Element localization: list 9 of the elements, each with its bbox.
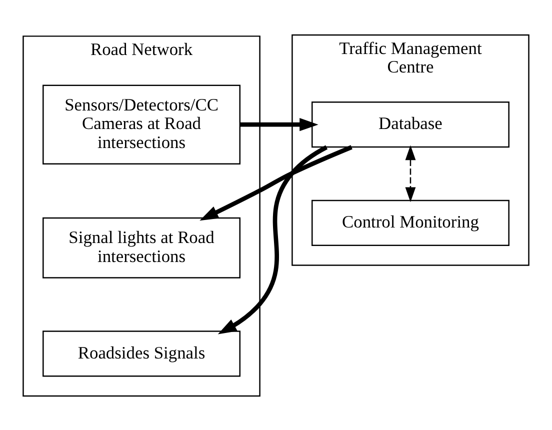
arrow <box>200 144 352 220</box>
node-box: Signal lights at Road intersections <box>42 216 241 278</box>
arrow <box>218 144 328 334</box>
arrow <box>405 144 416 202</box>
node-box: Roadsides Signals <box>42 330 241 376</box>
node-box: Sensors/Detectors/CC Cameras at Road intersections <box>42 84 241 164</box>
arrow <box>240 118 318 131</box>
node-box: Database <box>311 101 510 148</box>
node-box: Control Monitoring <box>311 199 510 246</box>
